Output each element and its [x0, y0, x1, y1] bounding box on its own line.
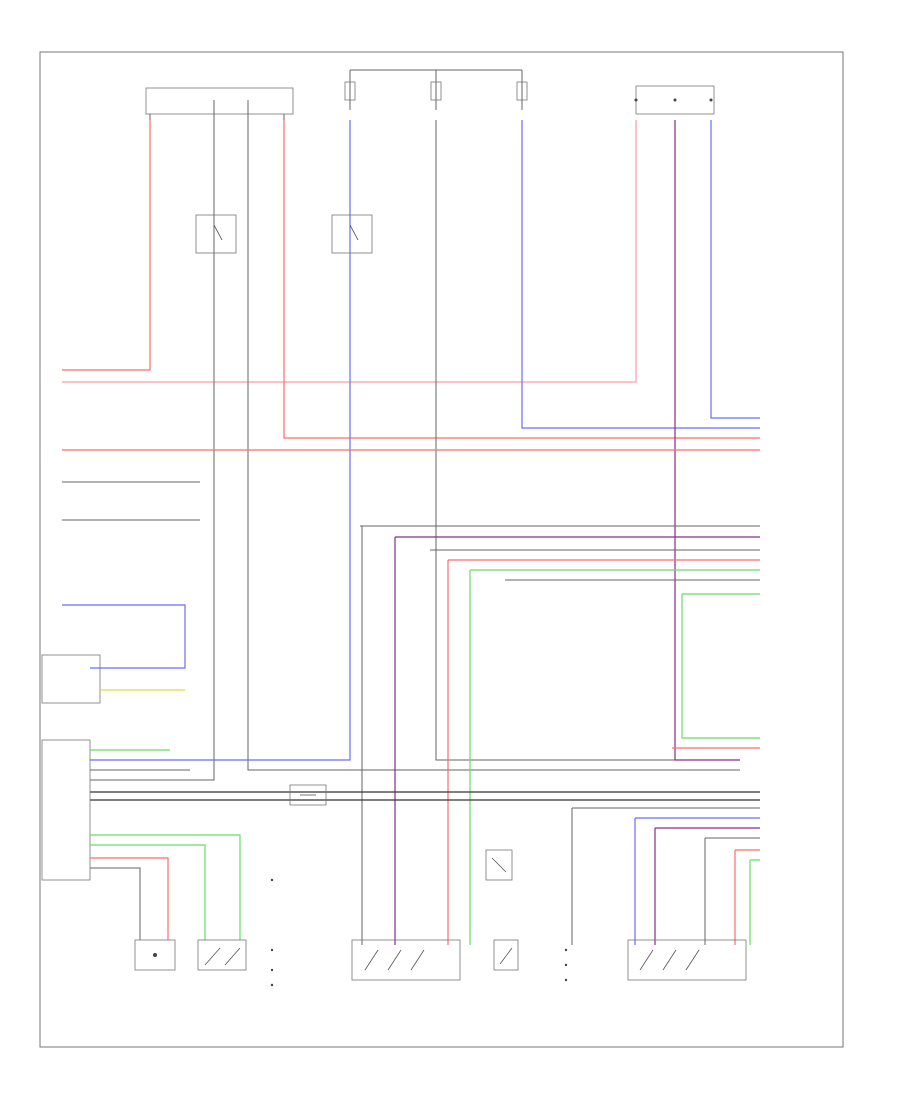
relay-top-right [634, 85, 715, 115]
connector-right-upper [360, 525, 760, 945]
switch-left [195, 214, 237, 254]
center-bottom-switch [493, 939, 519, 971]
wire-black-3 [435, 120, 740, 761]
pin-dots [270, 878, 568, 987]
center-right-motor [627, 939, 747, 981]
wire-blue-2 [521, 120, 760, 429]
switch-center-lower [485, 849, 513, 881]
left-bottom-motor [134, 939, 176, 971]
wire-black-1 [90, 120, 215, 781]
switch-center [331, 214, 373, 254]
wire-purple-1 [674, 120, 740, 761]
wire-black-2 [247, 120, 740, 771]
fuse-2 [430, 70, 442, 110]
wire-red-2 [283, 120, 760, 439]
relay-center [289, 784, 327, 806]
wire-red-1 [62, 120, 151, 371]
wire-blue-3 [710, 120, 760, 419]
junction-block-top-left [145, 87, 294, 120]
diagram-frame [39, 51, 844, 1048]
fuse-3 [516, 70, 528, 110]
wire-blue-4 [62, 604, 186, 669]
left-bottom-switch [197, 939, 247, 971]
wire-pink-1 [62, 120, 637, 383]
fuse-1 [344, 70, 356, 110]
center-left-motor [351, 939, 461, 981]
ecu-left [41, 654, 241, 940]
connector-right-lower [90, 594, 760, 945]
wire-blue-1 [90, 120, 351, 761]
